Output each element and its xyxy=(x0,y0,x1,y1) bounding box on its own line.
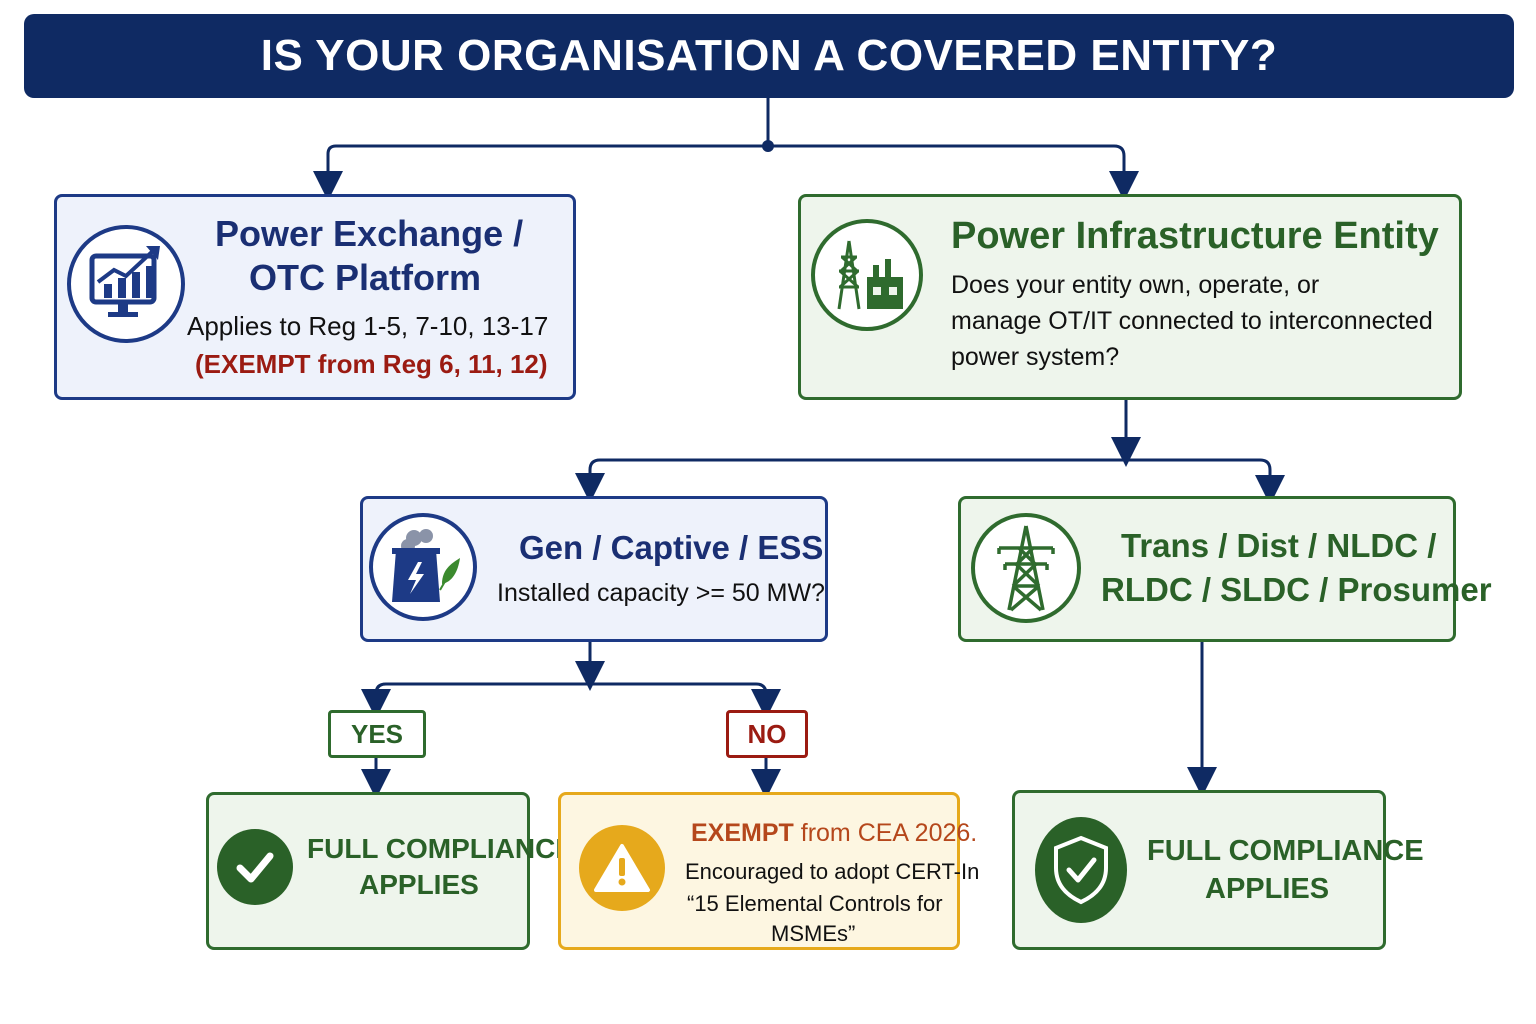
infrastructure-heading: Power Infrastructure Entity xyxy=(951,215,1439,257)
checkmark-icon xyxy=(217,829,293,905)
full-compliance-right-line-2: APPLIES xyxy=(1205,873,1330,905)
infrastructure-question-3: power system? xyxy=(951,343,1120,371)
full-compliance-left-line-2: APPLIES xyxy=(359,869,479,900)
yes-label: YES xyxy=(328,710,426,758)
infrastructure-question-1: Does your entity own, operate, or xyxy=(951,271,1320,299)
full-compliance-left-line-1: FULL COMPLIANCE xyxy=(307,833,575,864)
no-label: NO xyxy=(726,710,808,758)
gen-captive-box: Gen / Captive / ESS Installed capacity >… xyxy=(360,496,828,642)
trans-dist-line-2: RLDC / SLDC / Prosumer xyxy=(1101,571,1492,608)
tower-factory-icon xyxy=(811,219,923,331)
exempt-line-3: MSMEs” xyxy=(771,921,856,946)
exempt-line-2: “15 Elemental Controls for xyxy=(687,891,943,916)
shield-check-icon xyxy=(1035,817,1127,923)
exempt-heading: EXEMPT from CEA 2026. xyxy=(691,819,977,848)
trans-dist-box: Trans / Dist / NLDC / RLDC / SLDC / Pros… xyxy=(958,496,1492,642)
exempt-line-1: Encouraged to adopt CERT-In xyxy=(685,859,980,884)
full-compliance-right-box: FULL COMPLIANCE APPLIES xyxy=(1012,790,1424,950)
infrastructure-box: Power Infrastructure Entity Does your en… xyxy=(798,194,1462,400)
trans-dist-line-1: Trans / Dist / NLDC / xyxy=(1121,527,1437,564)
title-banner: IS YOUR ORGANISATION A COVERED ENTITY? xyxy=(24,14,1514,98)
power-exchange-applies: Applies to Reg 1-5, 7-10, 13-17 xyxy=(187,311,549,341)
transmission-tower-icon xyxy=(971,513,1081,623)
page-title: IS YOUR ORGANISATION A COVERED ENTITY? xyxy=(260,31,1278,80)
power-plant-icon xyxy=(369,513,477,621)
power-exchange-exempt: (EXEMPT from Reg 6, 11, 12) xyxy=(195,349,548,379)
monitor-chart-icon xyxy=(67,225,185,343)
gen-captive-heading: Gen / Captive / ESS xyxy=(519,529,824,566)
exempt-heading-bold: EXEMPT xyxy=(691,819,794,847)
power-exchange-heading-2: OTC Platform xyxy=(249,257,482,298)
infrastructure-question-2: manage OT/IT connected to interconnected xyxy=(951,307,1433,335)
gen-captive-question: Installed capacity >= 50 MW? xyxy=(497,579,825,607)
exempt-box: EXEMPT from CEA 2026. Encouraged to adop… xyxy=(558,792,979,950)
power-exchange-box: Power Exchange / OTC Platform Applies to… xyxy=(54,194,576,400)
warning-icon xyxy=(579,825,665,911)
full-compliance-left-box: FULL COMPLIANCE APPLIES xyxy=(206,792,574,950)
exempt-heading-rest: from CEA 2026. xyxy=(793,819,978,847)
full-compliance-right-line-1: FULL COMPLIANCE xyxy=(1147,835,1424,867)
power-exchange-heading-1: Power Exchange / xyxy=(215,213,524,254)
